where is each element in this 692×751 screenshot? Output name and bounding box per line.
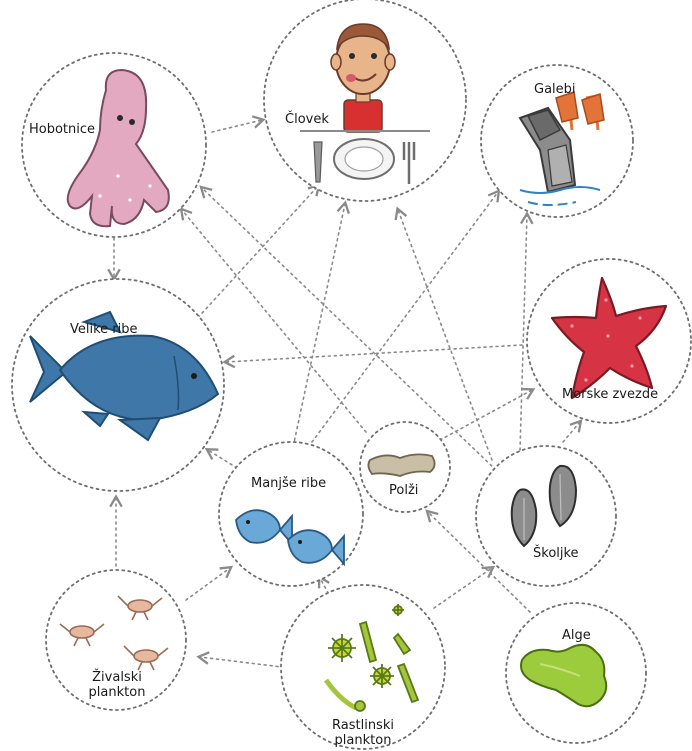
- arrow-rastl-skoljke: [434, 568, 492, 608]
- arrow-skoljke-zvezde: [563, 422, 580, 442]
- label-morske-zvezde: Morske zvezde: [562, 387, 658, 402]
- arrow-manjse-clovek: [292, 204, 345, 452]
- label-zivalski-line2: plankton: [80, 685, 154, 700]
- arrow-hobotnice-clovek: [212, 120, 262, 132]
- label-manjse-ribe: Manjše ribe: [251, 476, 326, 491]
- arrow-rastl-zival: [200, 657, 290, 668]
- label-zivalski-line1: Živalski: [80, 670, 154, 685]
- label-velike-ribe: Velike ribe: [70, 322, 138, 337]
- label-galebi: Galebi: [534, 82, 576, 97]
- arrow-zival-manjse: [186, 568, 230, 600]
- label-hobotnice: Hobotnice: [29, 122, 95, 137]
- arrow-skoljke-hobotnice: [202, 188, 496, 470]
- arrow-manjse-velike: [208, 450, 237, 468]
- ring-manjse-ribe: [219, 442, 363, 586]
- ring-skoljke: [476, 446, 616, 586]
- label-zivalski-plankton: Živalski plankton: [80, 670, 154, 700]
- label-rastlinski-plankton: Rastlinski plankton: [320, 718, 406, 748]
- label-clovek: Človek: [285, 112, 329, 127]
- label-rastlinski-line1: Rastlinski: [320, 718, 406, 733]
- label-skoljke: Školjke: [533, 546, 579, 561]
- arrow-velike-clovek: [194, 186, 318, 322]
- arrow-skoljke-galebi: [520, 215, 527, 450]
- label-alge: Alge: [562, 628, 591, 643]
- label-polzi: Polži: [389, 483, 418, 498]
- label-rastlinski-line2: plankton: [320, 733, 406, 748]
- arrow-polzi-zvezde: [440, 390, 532, 440]
